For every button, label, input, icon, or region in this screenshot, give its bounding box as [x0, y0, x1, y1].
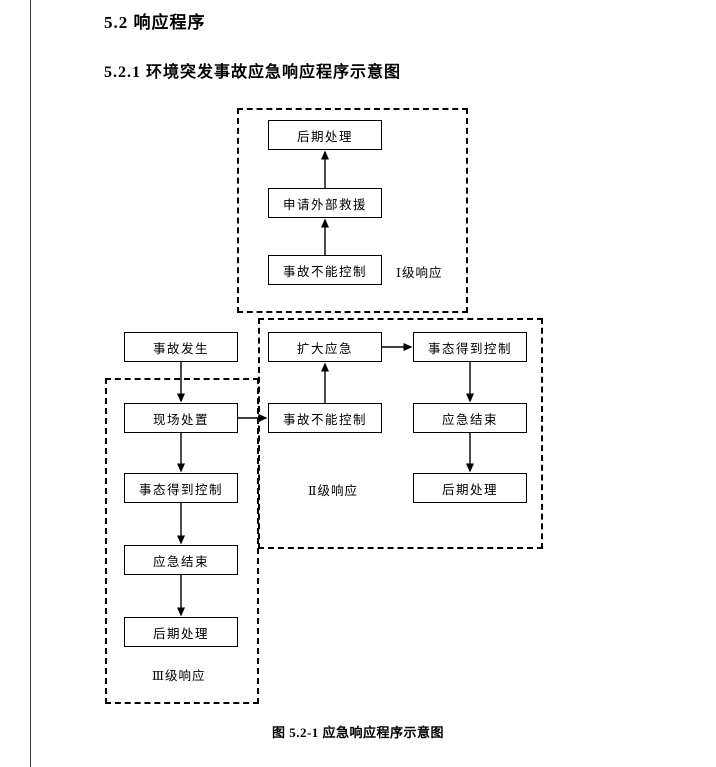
level1-response-region — [237, 108, 468, 313]
node-situation-controlled-l2: 事态得到控制 — [413, 332, 527, 362]
node-post-processing-l3: 后期处理 — [124, 617, 238, 647]
node-onsite-disposal: 现场处置 — [124, 403, 238, 433]
level1-response-label: Ⅰ级响应 — [396, 266, 443, 280]
node-expand-response: 扩大应急 — [268, 332, 382, 362]
node-accident-occurs: 事故发生 — [124, 332, 238, 362]
figure-caption: 图 5.2-1 应急响应程序示意图 — [271, 725, 445, 740]
node-response-end-l2: 应急结束 — [413, 403, 527, 433]
node-post-processing-l1: 后期处理 — [268, 120, 382, 150]
level2-response-region — [258, 318, 543, 549]
node-response-end-l3: 应急结束 — [124, 545, 238, 575]
level3-response-label: Ⅲ级响应 — [152, 669, 206, 683]
node-post-processing-l2: 后期处理 — [413, 473, 527, 503]
page-margin-line — [30, 0, 31, 767]
node-situation-controlled-l3: 事态得到控制 — [124, 473, 238, 503]
node-request-external-rescue: 申请外部救援 — [268, 188, 382, 218]
level3-response-region — [105, 378, 259, 704]
section-heading: 5.2 响应程序 — [104, 13, 206, 32]
subsection-heading: 5.2.1 环境突发事故应急响应程序示意图 — [104, 64, 402, 81]
level2-response-label: Ⅱ级响应 — [308, 484, 358, 498]
node-accident-uncontrollable-l1: 事故不能控制 — [268, 255, 382, 285]
node-accident-uncontrollable-l2: 事故不能控制 — [268, 403, 382, 433]
